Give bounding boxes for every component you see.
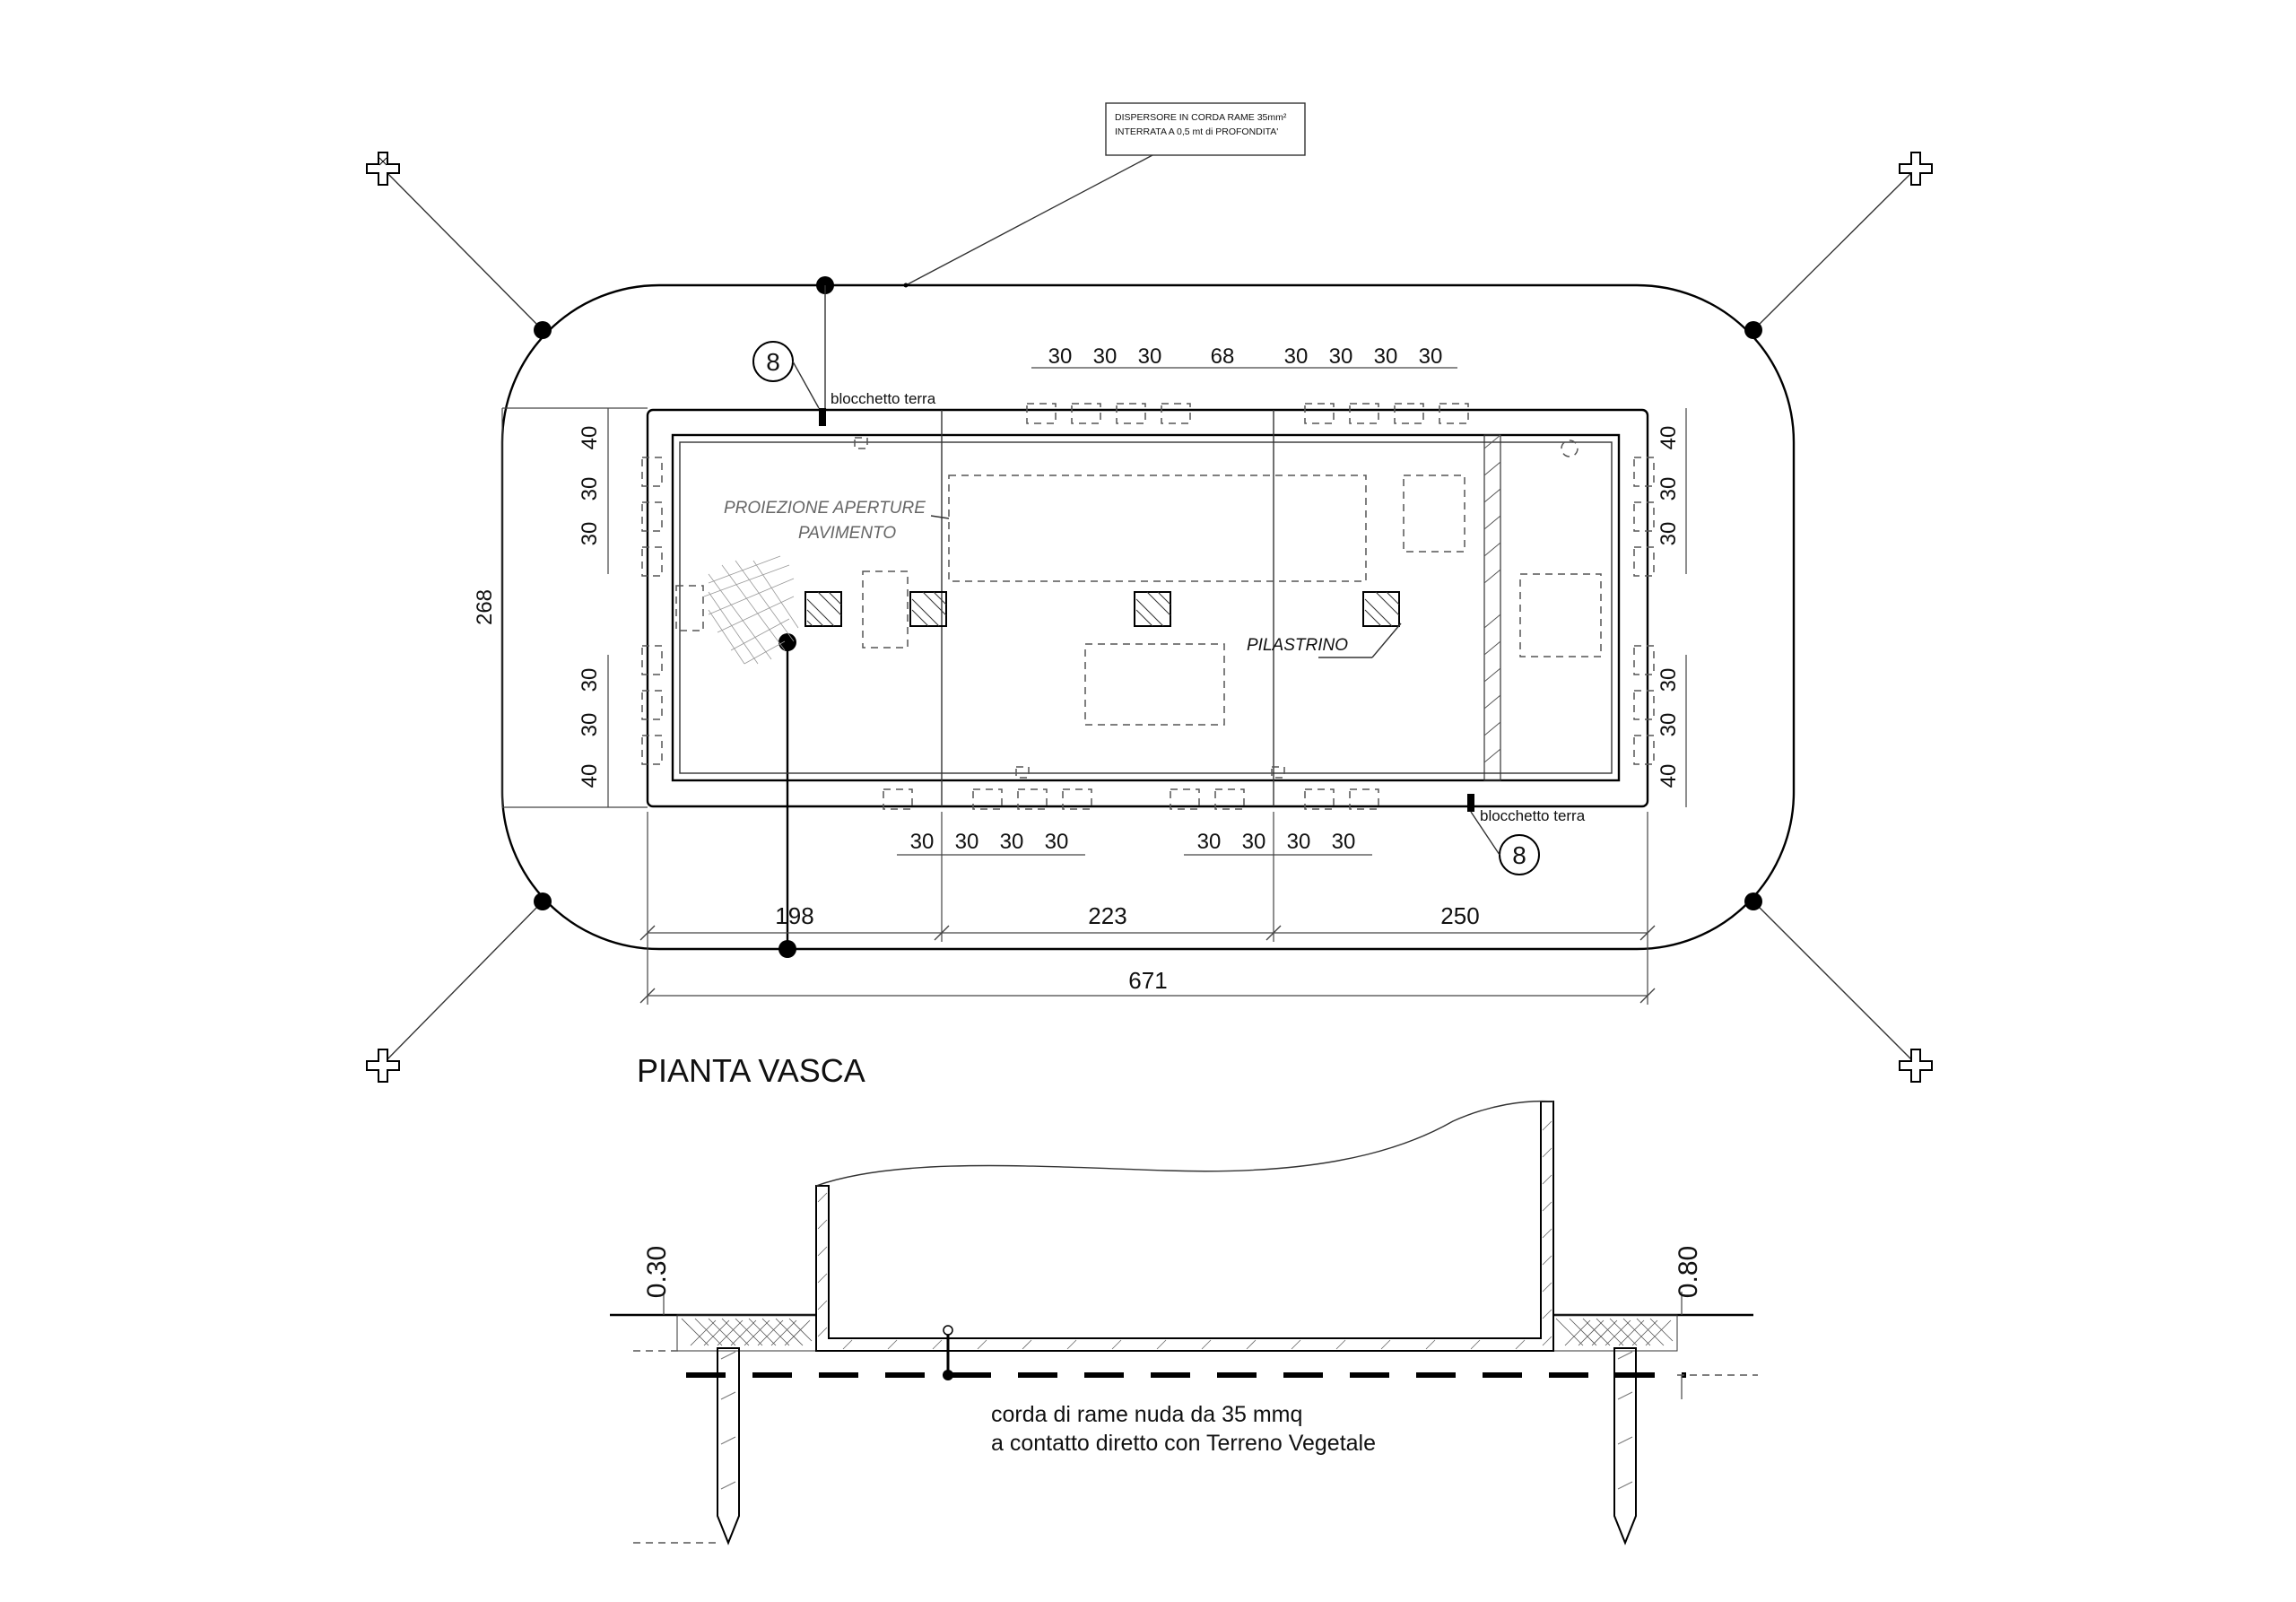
svg-text:8: 8 [1512,841,1526,869]
svg-text:40: 40 [1657,764,1681,788]
connection-node [534,892,552,910]
section-left-level: 0.30 [642,1246,672,1298]
svg-text:30: 30 [1048,344,1073,369]
copper-ground-ring [500,283,1796,951]
svg-text:30: 30 [1138,344,1162,369]
dimension-lines [501,367,1687,1005]
ground-block [1467,794,1474,812]
copper-note-line-1: corda di rame nuda da 35 mmq [991,1402,1302,1427]
svg-text:30: 30 [1374,344,1398,369]
copper-note-line-2: a contatto diretto con Terreno Vegetale [991,1431,1376,1456]
svg-text:30: 30 [1332,830,1356,854]
stake-cross-icon [1899,152,1933,186]
svg-text:30: 30 [1093,344,1118,369]
connection-node [534,321,552,339]
svg-text:30: 30 [1657,668,1681,692]
connection-node [1744,892,1762,910]
earth-stakes [366,152,1933,1083]
svg-text:30: 30 [578,668,602,692]
pilastrino-label: PILASTRINO [1247,636,1348,655]
svg-text:250: 250 [1440,902,1479,929]
left-dimensions: 40 30 30 30 30 40 [578,426,602,788]
section-view [610,1100,1758,1545]
right-dimensions: 40 30 30 30 30 40 [1657,426,1681,788]
svg-text:30: 30 [1419,344,1443,369]
note-line-1: DISPERSORE IN CORDA RAME 35mm² [1115,112,1287,123]
section-right-level: 0.80 [1674,1246,1703,1298]
blocchetto-label-bottom: blocchetto terra [1480,807,1586,824]
proiezione-label-1: PROIEZIONE APERTURE [724,499,926,518]
svg-text:30: 30 [1284,344,1309,369]
svg-text:40: 40 [578,764,602,788]
svg-text:40: 40 [1657,426,1681,450]
svg-text:30: 30 [578,713,602,737]
svg-text:30: 30 [1242,830,1266,854]
svg-text:68: 68 [1211,344,1235,369]
bottom-dimensions: 30 30 30 30 30 30 30 30 [910,830,1356,854]
segment-dimensions: 198 223 250 [775,902,1479,929]
blocchetto-label-top: blocchetto terra [831,390,936,407]
svg-text:30: 30 [1045,830,1069,854]
reference-circle-bottom: 8 [1470,811,1540,875]
svg-text:30: 30 [1287,830,1311,854]
svg-text:30: 30 [1197,830,1222,854]
stake-cross-icon [366,152,400,186]
proiezione-label-2: PAVIMENTO [798,524,896,543]
note-line-2: INTERRATA A 0,5 mt di PROFONDITA' [1115,126,1278,137]
svg-text:40: 40 [578,426,602,450]
svg-text:30: 30 [1000,830,1024,854]
stake-cross-icon [1899,1049,1933,1083]
svg-text:198: 198 [775,902,813,929]
svg-text:30: 30 [1329,344,1353,369]
total-dimension: 671 [1128,967,1167,994]
note-box: DISPERSORE IN CORDA RAME 35mm² INTERRATA… [903,102,1306,288]
reference-circle-top: 8 [752,341,820,409]
plan-title: PIANTA VASCA [637,1052,865,1089]
stake-cross-icon [366,1049,400,1083]
svg-text:223: 223 [1088,902,1126,929]
svg-text:30: 30 [1657,522,1681,546]
svg-text:30: 30 [1657,713,1681,737]
svg-text:30: 30 [1657,477,1681,501]
height-dimension: 268 [473,589,497,625]
ground-block [819,408,826,426]
svg-text:30: 30 [578,477,602,501]
pool-plan [641,403,1655,810]
svg-text:30: 30 [910,830,935,854]
top-dimensions: 30 30 30 68 30 30 30 30 [1048,344,1443,369]
svg-text:30: 30 [955,830,979,854]
connection-node [1744,321,1762,339]
svg-text:8: 8 [766,348,780,376]
svg-text:30: 30 [578,522,602,546]
